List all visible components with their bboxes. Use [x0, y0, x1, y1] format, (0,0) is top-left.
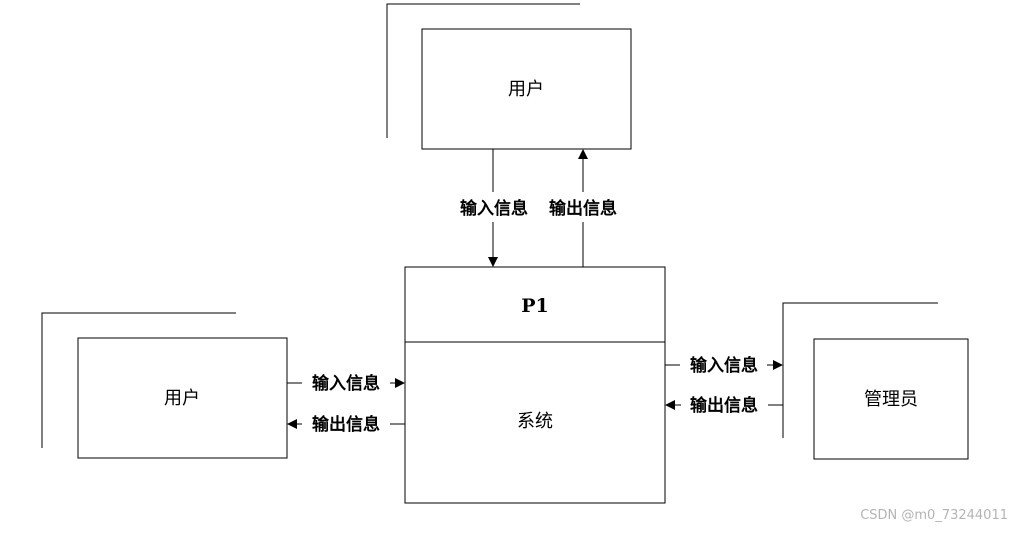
process-id: P1 — [521, 295, 549, 317]
entity-top-user-label: 用户 — [508, 79, 544, 100]
flow-left-input: 输入信息 — [287, 373, 405, 394]
entity-left-user-box — [77, 337, 288, 459]
flow-right-input-label: 输入信息 — [690, 355, 758, 376]
process-name: 系统 — [517, 411, 553, 432]
entity-top-user-shadow — [386, 3, 580, 138]
entity-right-admin-label: 管理员 — [864, 389, 918, 410]
flow-top-output-label: 输出信息 — [549, 198, 617, 219]
entity-right-admin-box — [813, 338, 969, 460]
entity-left-user-shadow — [41, 312, 236, 448]
flow-left-output: 输出信息 — [287, 414, 405, 435]
flow-top-input-label: 输入信息 — [460, 198, 528, 219]
flow-right-output: 输出信息 — [665, 395, 783, 416]
flow-top-input: 输入信息 — [460, 149, 528, 267]
flow-top-output: 输出信息 — [549, 149, 617, 267]
entity-left-user-label: 用户 — [164, 388, 200, 409]
entity-right-admin: 管理员 — [782, 302, 969, 460]
process-p1: P1 系统 — [404, 266, 666, 504]
flow-right-output-label: 输出信息 — [690, 395, 758, 416]
flow-right-input: 输入信息 — [665, 355, 783, 376]
entity-right-admin-shadow — [782, 302, 938, 438]
flow-left-output-label: 输出信息 — [312, 414, 380, 435]
entity-top-user-box — [421, 28, 632, 150]
flow-left-input-label: 输入信息 — [312, 373, 380, 394]
process-box — [404, 266, 666, 504]
entity-left-user: 用户 — [41, 312, 288, 459]
entity-top-user: 用户 — [386, 3, 632, 150]
watermark-text: CSDN @m0_73244011 — [860, 508, 1008, 523]
